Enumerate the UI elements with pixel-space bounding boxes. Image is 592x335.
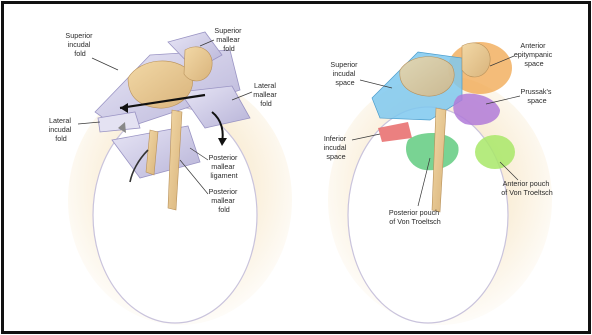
label-prussaks-space: Prussak's space (521, 87, 554, 105)
label-anterior-pouch: Anterior pouch of Von Troeltsch (501, 179, 553, 197)
label-superior-mallear-fold: Superior mallear fold (214, 26, 243, 53)
label-posterior-mallear-ligament: Posterior mallear ligament (209, 153, 240, 180)
label-anterior-epitympanic-space: Anterior epitympanic space (514, 41, 554, 68)
label-posterior-pouch: Posterior pouch of Von Troeltsch (389, 208, 441, 226)
label-lateral-incudal-fold: Lateral incudal fold (49, 116, 74, 143)
malleus-head (184, 47, 212, 81)
label-inferior-incudal-space: Inferior incudal space (324, 134, 349, 161)
label-lateral-mallear-fold: Lateral mallear fold (253, 81, 279, 108)
leader-superior-incudal-fold (92, 58, 118, 70)
anterior-pouch-shape (475, 135, 515, 169)
malleus-head-right (462, 43, 490, 77)
left-ear-illustration (68, 32, 292, 325)
label-superior-incudal-fold: Superior incudal fold (65, 31, 94, 58)
label-superior-incudal-space: Superior incudal space (330, 60, 359, 87)
